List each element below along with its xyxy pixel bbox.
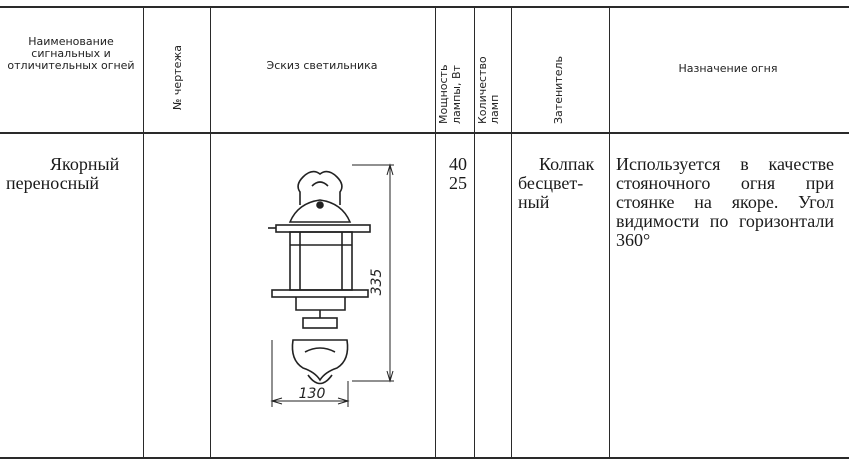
row-purpose: Используется в качестве стояночного огня… bbox=[616, 154, 834, 250]
lamp-base bbox=[295, 297, 346, 311]
column-divider-2 bbox=[210, 6, 211, 458]
column-divider-1 bbox=[143, 6, 144, 458]
lamp-cap bbox=[288, 199, 352, 223]
table-bottom-rule bbox=[0, 457, 849, 459]
lamp-top-handle bbox=[297, 170, 343, 205]
row-name-line2: переносный bbox=[6, 173, 100, 193]
column-divider-3 bbox=[435, 6, 436, 458]
header-sketch: Эскиз светильника bbox=[266, 59, 378, 72]
row-shade-line3: ный bbox=[518, 192, 550, 212]
lamp-bottom-hook bbox=[291, 339, 349, 382]
sketch-width-dimension: 130 bbox=[299, 386, 326, 402]
table-top-rule bbox=[0, 6, 849, 8]
row-power-1: 40 bbox=[449, 154, 467, 174]
column-divider-5 bbox=[511, 6, 512, 458]
row-shade-line1: Колпак bbox=[539, 154, 595, 174]
row-power-2: 25 bbox=[449, 173, 467, 193]
lamp-upper-flange bbox=[275, 224, 371, 233]
column-divider-4 bbox=[474, 6, 475, 458]
column-divider-6 bbox=[609, 6, 610, 458]
row-name-line1: Якорный bbox=[50, 154, 120, 174]
sketch-height-dimension: 335 bbox=[369, 269, 385, 296]
row-shade-line2: бесцвет- bbox=[518, 173, 584, 193]
header-bottom-rule bbox=[0, 132, 849, 134]
lamp-lower-flange bbox=[271, 289, 369, 298]
header-name: Наименование сигнальных и отличительных … bbox=[7, 35, 135, 72]
header-purpose: Назначение огня bbox=[678, 62, 778, 75]
